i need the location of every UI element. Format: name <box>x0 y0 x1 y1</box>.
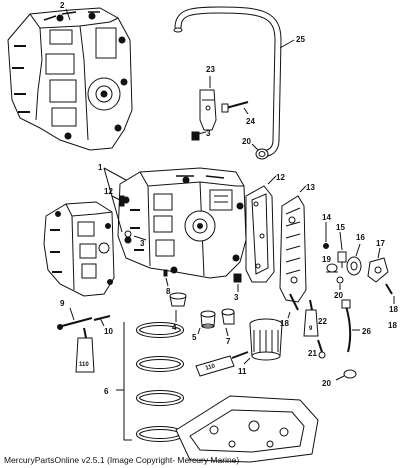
clamp-part-20-top[interactable] <box>255 148 269 160</box>
callout-23: 23 <box>206 65 215 74</box>
callout-18-right: 18 <box>389 305 398 314</box>
callout-20-bottom: 20 <box>322 379 331 388</box>
oil-filter-part-11[interactable] <box>249 318 283 361</box>
callout-3-top: 3 <box>206 129 211 138</box>
callout-1: 1 <box>98 163 103 172</box>
callout-24: 24 <box>246 117 255 126</box>
copyright-footer: MercuryPartsOnline v2.5.1 (Image Copyrig… <box>4 455 240 465</box>
piston-rings-part-6[interactable] <box>136 322 184 442</box>
callout-17: 17 <box>376 239 385 248</box>
callout-5: 5 <box>192 333 197 342</box>
bolt-part-10[interactable] <box>93 315 111 321</box>
callout-18-mid: 18 <box>280 319 289 328</box>
callout-8: 8 <box>166 287 171 296</box>
callout-2: 2 <box>60 1 65 10</box>
sensor-part-19[interactable] <box>326 263 338 273</box>
bracket-part-23[interactable] <box>199 89 217 131</box>
sealant-tube-left-label: 110 <box>79 362 89 368</box>
callout-13: 13 <box>306 183 315 192</box>
pin-part-8[interactable] <box>163 269 168 277</box>
sealant-tube-part-22[interactable] <box>303 299 319 337</box>
dowel-part-12-left[interactable] <box>119 195 125 207</box>
callout-6: 6 <box>104 387 109 396</box>
callout-11: 11 <box>238 367 247 376</box>
crankcase-cover-part-2[interactable] <box>7 7 133 151</box>
callout-15: 15 <box>336 223 345 232</box>
callout-12-right: 12 <box>276 173 285 182</box>
callout-labels: 2 25 23 24 3 20 1 12 13 12 3 14 15 16 17… <box>60 1 398 396</box>
gasket-part-12[interactable] <box>245 185 275 283</box>
callout-26: 26 <box>362 327 371 336</box>
sensor-part-21[interactable] <box>317 339 326 359</box>
callout-16: 16 <box>356 233 365 242</box>
fitting-part-14[interactable] <box>323 243 329 249</box>
callout-10: 10 <box>104 327 113 336</box>
crankcase-lower-left[interactable] <box>43 201 115 297</box>
wire-part-26[interactable] <box>341 299 352 353</box>
fitting-part-5[interactable] <box>200 310 216 329</box>
callout-18-far-right: 18 <box>388 321 397 330</box>
callout-3-lower: 3 <box>234 293 239 302</box>
plug-part-7[interactable] <box>221 308 235 325</box>
plug-part-3-mid[interactable] <box>124 230 132 238</box>
base-gasket[interactable] <box>175 395 319 463</box>
callout-14: 14 <box>322 213 331 222</box>
callout-3-mid: 3 <box>140 239 145 248</box>
callout-25: 25 <box>296 35 305 44</box>
thermostat-part-16[interactable] <box>346 256 362 276</box>
hose-part-25[interactable] <box>173 6 282 158</box>
bolt-part-18-right[interactable] <box>385 283 393 295</box>
sealant-tube-left[interactable] <box>75 327 95 373</box>
clamp-part-20-mid[interactable] <box>336 276 344 284</box>
cover-part-13[interactable] <box>279 195 307 303</box>
sealant-tube-right-label: 9 <box>309 326 313 332</box>
bolt-part-24[interactable] <box>221 101 249 113</box>
bolt-part-9[interactable] <box>57 317 93 330</box>
callout-4: 4 <box>172 323 177 332</box>
callout-20-top: 20 <box>242 137 251 146</box>
thermostat-cover-part-17[interactable] <box>367 257 389 283</box>
bracket-part-6 <box>116 322 132 441</box>
plug-part-3-lower[interactable] <box>233 273 242 283</box>
sensor-part-15[interactable] <box>337 251 347 268</box>
clamp-part-20-bottom[interactable] <box>343 369 357 379</box>
bolt-part-18-mid[interactable] <box>289 293 299 311</box>
callout-19: 19 <box>322 255 331 264</box>
callout-12-left: 12 <box>104 187 113 196</box>
seal-part-4[interactable] <box>169 292 187 307</box>
cylinder-block-part-1[interactable] <box>117 167 247 279</box>
callout-20-mid: 20 <box>334 291 343 300</box>
callout-22: 22 <box>318 317 327 326</box>
callout-21: 21 <box>308 349 317 358</box>
callout-7: 7 <box>226 337 231 346</box>
sealant-tube-mid-label: 110 <box>205 363 217 372</box>
callout-9: 9 <box>60 299 65 308</box>
plug-part-3-top[interactable] <box>191 131 200 141</box>
sealant-tube-mid[interactable] <box>195 351 249 377</box>
